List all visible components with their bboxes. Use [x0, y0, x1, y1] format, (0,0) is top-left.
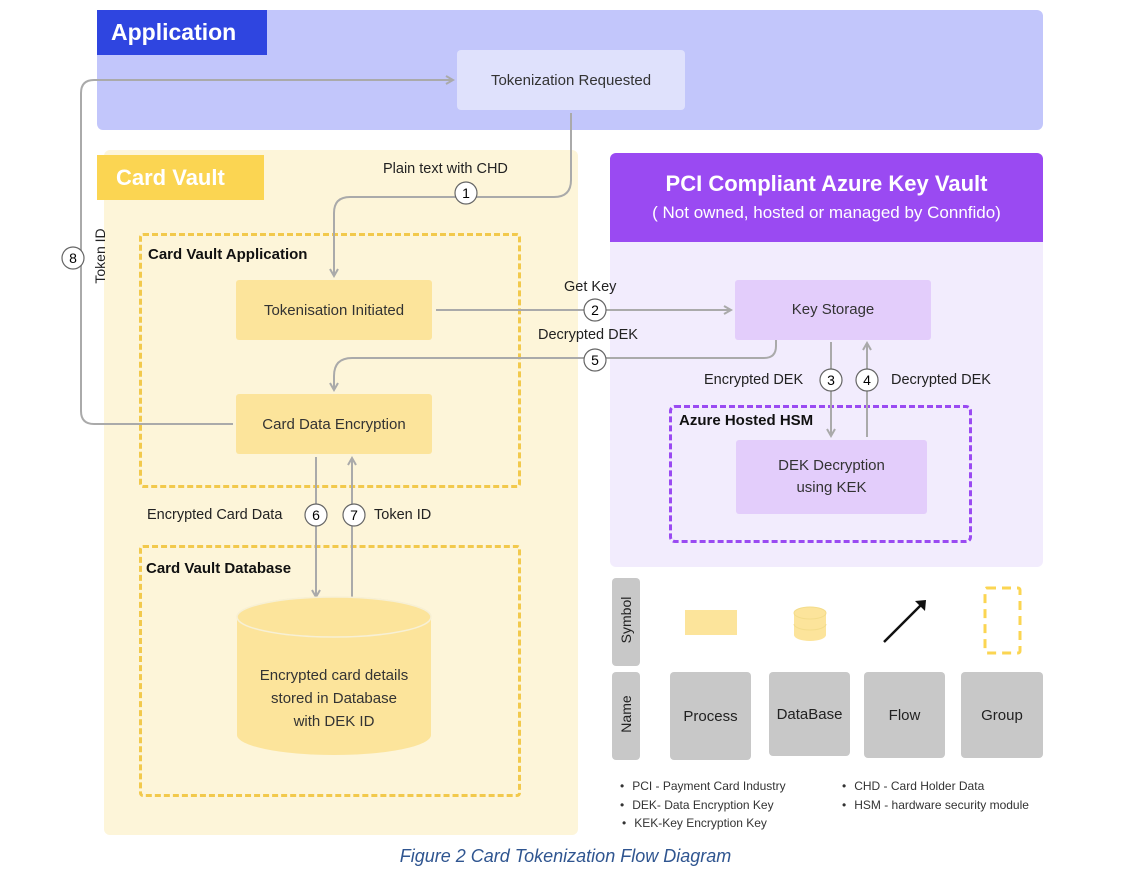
legend-database-name: DataBase — [769, 672, 850, 756]
flow-5-line — [334, 340, 777, 390]
card-vault-application-label: Card Vault Application — [148, 246, 308, 263]
card-vault-application-group — [139, 233, 521, 488]
key-vault-title: PCI Compliant Azure Key Vault — [665, 171, 988, 196]
note-pci: PCI - Payment Card Industry — [620, 777, 785, 796]
step-4: 4 — [863, 372, 871, 388]
database-label: Encrypted card details stored in Databas… — [237, 664, 431, 733]
figure-caption: Figure 2 Card Tokenization Flow Diagram — [399, 846, 732, 866]
legend-name-row-header — [612, 672, 640, 760]
note-dek: DEK- Data Encryption Key — [620, 796, 786, 815]
flow-5-label: Decrypted DEK — [538, 327, 638, 343]
key-vault-header: PCI Compliant Azure Key Vault ( Not owne… — [610, 153, 1043, 242]
flow-4-label: Decrypted DEK — [891, 372, 991, 388]
legend-flow-name: Flow — [864, 672, 945, 758]
flow-8-label: Token ID — [92, 228, 108, 284]
database-cylinder — [236, 596, 432, 755]
legend-symbol-label: Symbol — [618, 596, 634, 644]
tokenization-requested-node: Tokenization Requested — [457, 50, 685, 110]
flow-6-label: Encrypted Card Data — [147, 507, 283, 523]
database-line3: with DEK ID — [293, 713, 375, 730]
step-7: 7 — [350, 507, 358, 523]
database-line2: stored in Database — [271, 690, 397, 707]
dek-decryption-line2: using KEK — [796, 479, 867, 496]
flow-7-label: Token ID — [374, 507, 432, 523]
flow-2-label: Get Key — [564, 279, 617, 295]
legend-database-symbol — [793, 606, 827, 641]
application-title: Application — [97, 10, 267, 55]
note-chd: CHD - Card Holder Data — [842, 777, 1029, 796]
flow-3-label: Encrypted DEK — [704, 372, 804, 388]
step-8: 8 — [69, 250, 77, 266]
flow-1-line — [334, 113, 572, 276]
flow-1-label: Plain text with CHD — [383, 161, 508, 177]
step-5: 5 — [591, 352, 599, 368]
legend-symbol-row-header — [612, 578, 640, 666]
legend-flow-symbol — [883, 600, 926, 643]
database-line1: Encrypted card details — [259, 667, 409, 684]
step-1: 1 — [462, 185, 470, 201]
card-data-encryption-node: Card Data Encryption — [236, 394, 432, 454]
legend-process-symbol — [685, 610, 737, 635]
step-2: 2 — [591, 302, 599, 318]
notes-right: CHD - Card Holder Data HSM - hardware se… — [842, 777, 1029, 814]
note-hsm: HSM - hardware security module — [842, 796, 1029, 815]
note-kek: KEK-Key Encryption Key — [622, 814, 786, 833]
dek-decryption-line1: DEK Decryption — [778, 456, 885, 474]
flow-8-line — [80, 80, 453, 425]
card-vault-database-group — [139, 545, 521, 797]
dek-decryption-node: DEK Decryption using KEK — [736, 440, 927, 514]
legend-name-label: Name — [618, 695, 634, 733]
notes-left: PCI - Payment Card Industry DEK- Data En… — [620, 777, 786, 833]
legend-group-symbol — [983, 586, 1022, 655]
legend-group-name: Group — [961, 672, 1043, 758]
card-vault-database-label: Card Vault Database — [146, 560, 292, 577]
azure-hsm-group — [669, 405, 972, 543]
step-3: 3 — [827, 372, 835, 388]
azure-hsm-label: Azure Hosted HSM — [679, 412, 814, 429]
legend-process-name: Process — [670, 672, 751, 760]
key-vault-subtitle: ( Not owned, hosted or managed by Connfi… — [652, 203, 1001, 222]
card-vault-title: Card Vault — [97, 155, 264, 200]
tokenisation-initiated-node: Tokenisation Initiated — [236, 280, 432, 340]
step-6: 6 — [312, 507, 320, 523]
key-storage-node: Key Storage — [735, 280, 931, 340]
